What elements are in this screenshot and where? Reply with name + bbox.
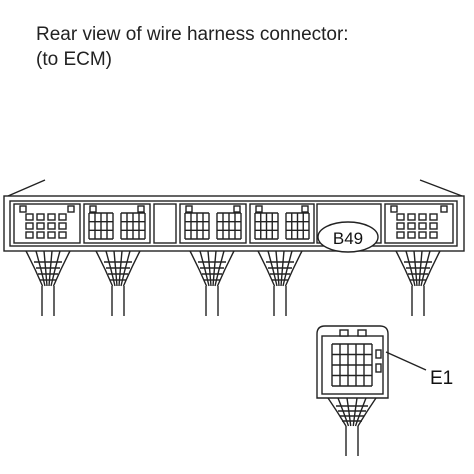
e1-wire	[352, 397, 358, 427]
e1-leader-line	[385, 351, 427, 371]
wire	[422, 250, 441, 287]
ecm-pin-block	[179, 203, 247, 244]
pin-cavity	[429, 213, 438, 221]
pin-cavity	[25, 213, 34, 221]
ecm-pin-block	[83, 203, 151, 244]
pin-block-latch	[19, 205, 27, 213]
pin-block-latch	[137, 205, 145, 213]
pin-cavity	[396, 222, 405, 230]
ecm-pin-block	[13, 203, 81, 244]
wire	[95, 250, 114, 287]
wire	[52, 250, 71, 287]
pin-cavity	[418, 231, 427, 239]
ecm-housing-edge-right	[419, 179, 463, 197]
ecm-housing-edge-left	[7, 179, 46, 197]
pin-cavity	[418, 222, 427, 230]
pin-cavity	[58, 213, 67, 221]
e1-wire	[357, 397, 377, 427]
wire	[257, 250, 276, 287]
ecm-pin-block	[384, 203, 454, 244]
wire-bundle	[257, 250, 303, 316]
pin-block-latch	[89, 205, 97, 213]
pin-cavity	[36, 222, 45, 230]
wire	[25, 250, 44, 287]
e1-label: E1	[430, 368, 453, 389]
wire	[395, 250, 414, 287]
pin-cavity	[47, 222, 56, 230]
wire-bundle	[395, 250, 441, 316]
pin-block-latch	[67, 205, 75, 213]
pin-cavity	[429, 231, 438, 239]
pin-cavity	[25, 222, 34, 230]
wire	[284, 250, 303, 287]
wire	[216, 250, 235, 287]
wire-bundle	[25, 250, 71, 316]
e1-connector	[316, 325, 389, 456]
pin-cavity	[396, 213, 405, 221]
pin-cavity	[58, 222, 67, 230]
caption-line-2: (to ECM)	[36, 49, 112, 70]
pin-cavity	[25, 231, 34, 239]
e1-wire	[327, 397, 347, 427]
pin-cavity	[429, 222, 438, 230]
pin-block-latch	[440, 205, 448, 213]
e1-wire	[346, 397, 352, 427]
pin-cavity	[407, 231, 416, 239]
ecm-connector: B49	[3, 179, 465, 316]
b49-label: B49	[333, 229, 363, 248]
pin-block-latch	[185, 205, 193, 213]
b49-label-oval	[317, 221, 379, 253]
caption-line-1: Rear view of wire harness connector:	[36, 24, 349, 45]
pin-block-latch	[390, 205, 398, 213]
pin-cavity	[407, 222, 416, 230]
pin-cavity	[47, 213, 56, 221]
pin-cavity	[418, 213, 427, 221]
e1-side-tab	[375, 363, 382, 373]
pin-cavity	[36, 231, 45, 239]
e1-side-tab	[375, 349, 382, 359]
ecm-blank-slot	[153, 203, 177, 244]
wire	[189, 250, 208, 287]
pin-cavity	[36, 213, 45, 221]
pin-block-latch	[233, 205, 241, 213]
wire-bundle	[189, 250, 235, 316]
wire	[122, 250, 141, 287]
pin-cavity	[47, 231, 56, 239]
e1-latch	[339, 329, 349, 337]
wire-bundle	[95, 250, 141, 316]
pin-cavity	[407, 213, 416, 221]
ecm-pin-block	[249, 203, 315, 244]
pin-cavity	[396, 231, 405, 239]
e1-wire	[337, 397, 350, 427]
pin-block-latch	[255, 205, 263, 213]
e1-latch	[357, 329, 367, 337]
pin-cavity	[58, 231, 67, 239]
e1-wire	[354, 397, 367, 427]
pin-block-latch	[301, 205, 309, 213]
